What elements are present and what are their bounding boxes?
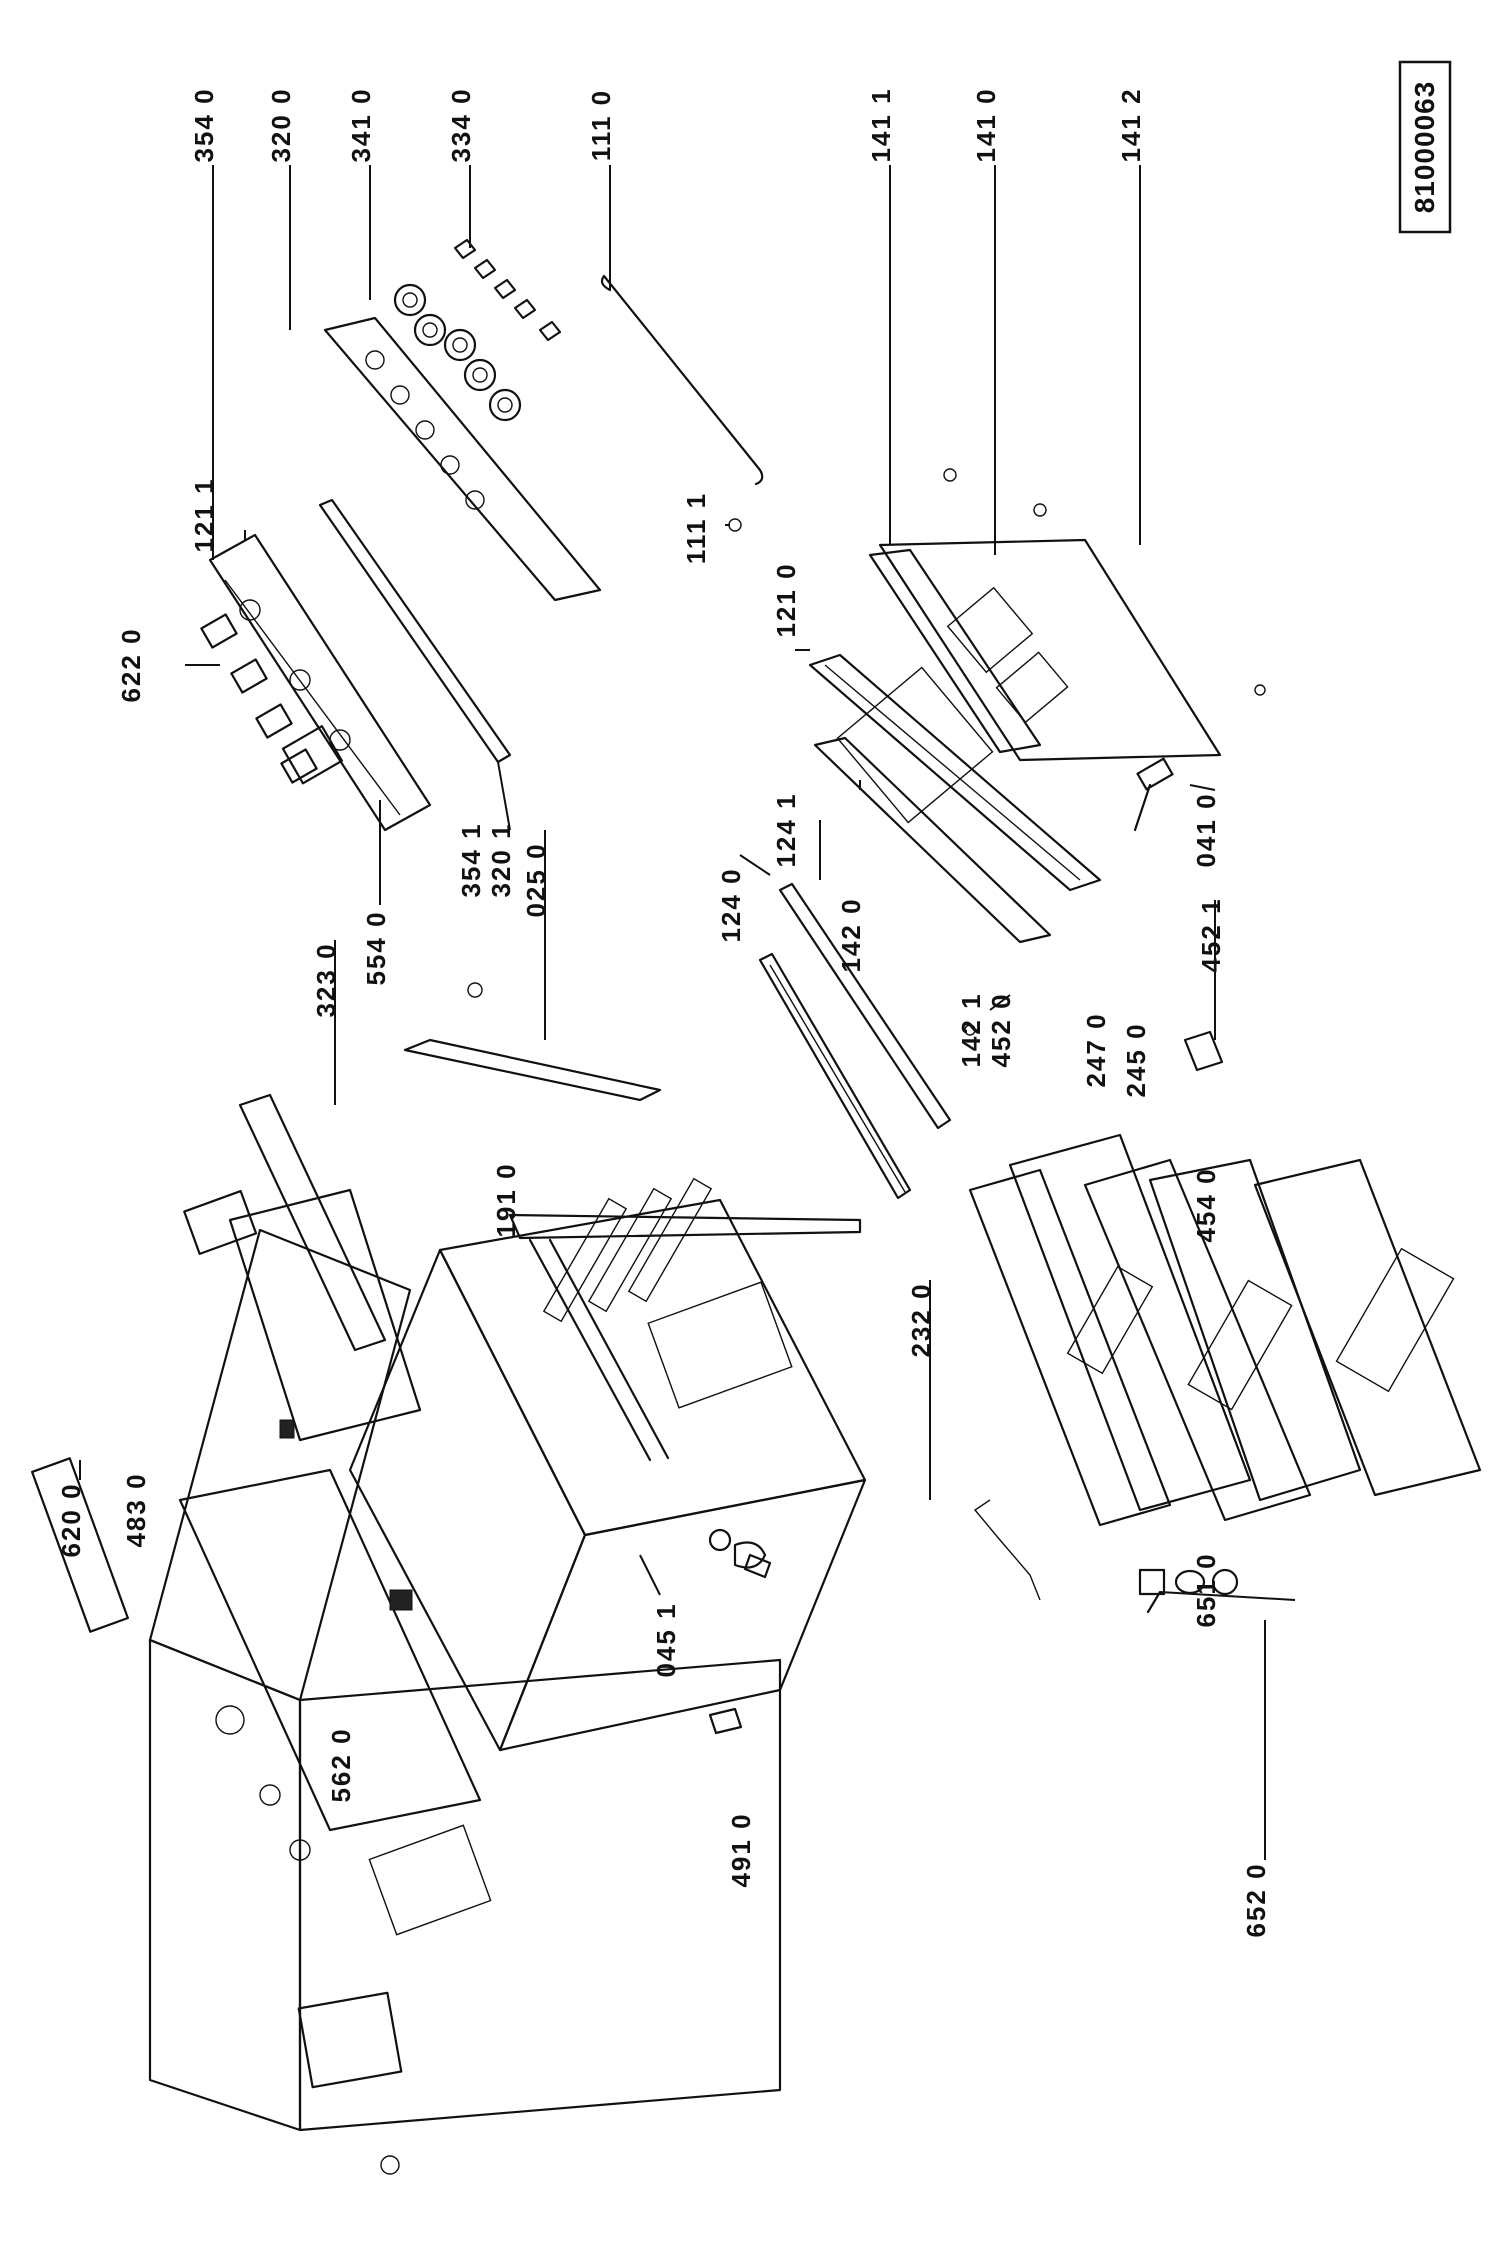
part-label: 121 0 (771, 562, 801, 637)
part-label: 232 0 (906, 1282, 936, 1357)
part-label: 041 0 (1191, 792, 1221, 867)
cabinet-side (298, 1658, 782, 2132)
door-side-rail (778, 882, 952, 1130)
part-label: 124 1 (771, 792, 801, 867)
part-label: 111 0 (586, 89, 616, 161)
part-label: 141 2 (1116, 87, 1146, 162)
part-label: 111 1 (681, 492, 711, 564)
oven-cavity (348, 982, 867, 1752)
control-panel-parts (200, 238, 764, 832)
part-label: 491 0 (726, 1812, 756, 1887)
part-label: 452 1 (1196, 897, 1226, 972)
part-label: 045 1 (651, 1602, 681, 1677)
outer-door-glass (878, 538, 1222, 762)
part-label: 334 0 (446, 87, 476, 162)
hinge-bracket (1183, 1030, 1224, 1072)
drip-tray (1253, 1158, 1482, 1497)
baking-tray (1083, 1158, 1312, 1522)
part-label: 323 0 (311, 942, 341, 1017)
part-label: 452 0 (986, 992, 1016, 1067)
part-label: 454 0 (1191, 1167, 1221, 1242)
part-label: 191 0 (491, 1162, 521, 1237)
part-label: 142 1 (956, 992, 986, 1067)
oven-handle-rod (600, 274, 764, 486)
part-label: 483 0 (121, 1472, 151, 1547)
oven-racks-trays (968, 1133, 1482, 1601)
wire-shelf (968, 1168, 1172, 1527)
top-rail (238, 1093, 387, 1352)
cabinet-top-panel (178, 1468, 482, 1832)
part-label: 121 1 (189, 477, 219, 552)
part-label: 320 0 (266, 87, 296, 162)
outer-cabinet (31, 1093, 1239, 2175)
part-label: 141 1 (866, 87, 896, 162)
part-label: 320 1 (486, 822, 516, 897)
part-label: 620 0 (56, 1482, 86, 1557)
control-panel-fascia (323, 316, 602, 602)
part-label: 142 0 (836, 897, 866, 972)
control-knobs (393, 283, 522, 422)
part-label: 341 0 (346, 87, 376, 162)
adjustable-feet (1138, 1568, 1239, 1614)
leader-lines (79, 165, 1296, 1860)
rear-vent (31, 1457, 129, 1633)
door-hinge (1136, 757, 1174, 791)
part-label: 025 0 (521, 842, 551, 917)
panel-rail (318, 498, 512, 764)
part-number-labels: 354 0 320 0 341 0 334 0 111 0 141 1 141 0 141 2… (56, 87, 1271, 1937)
part-label: 124 0 (716, 867, 746, 942)
part-label: 562 0 (326, 1727, 356, 1802)
part-label: 622 0 (116, 627, 146, 702)
document-number-box: 81000063 (1398, 60, 1452, 234)
heating-element (508, 1213, 862, 1240)
inner-door-frame (808, 653, 1102, 892)
part-label: 652 0 (1241, 1862, 1271, 1937)
document-number: 81000063 (1409, 81, 1440, 214)
part-label: 247 0 (1081, 1012, 1111, 1087)
side-strip (403, 1038, 662, 1102)
part-label: 651 0 (1191, 1552, 1221, 1627)
inner-door-glass (813, 736, 1052, 944)
knob-spindles (453, 238, 562, 342)
door-parts (758, 468, 1266, 1200)
part-label: 354 1 (456, 822, 486, 897)
gas-manifold (200, 533, 432, 832)
part-label: 354 0 (189, 87, 219, 162)
part-label: 554 0 (361, 910, 391, 985)
part-label: 141 0 (971, 87, 1001, 162)
part-label: 245 0 (1121, 1022, 1151, 1097)
